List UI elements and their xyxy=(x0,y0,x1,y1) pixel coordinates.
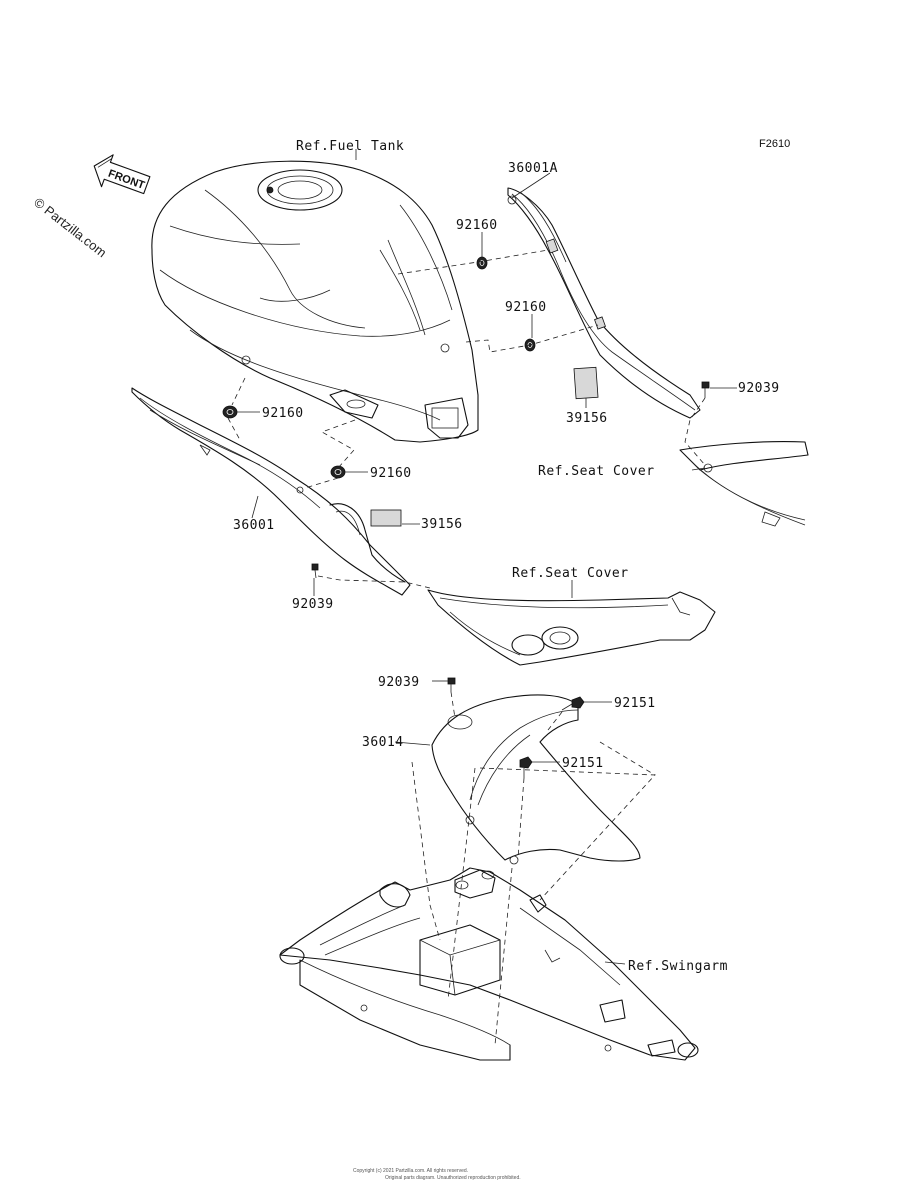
pad-39156-b-icon xyxy=(370,509,402,527)
label-ref-fuel-tank: Ref.Fuel Tank xyxy=(296,139,404,154)
side-cover-36001A xyxy=(507,187,701,419)
label-92039-b: 92039 xyxy=(292,597,334,612)
label-36014: 36014 xyxy=(362,735,404,750)
footer-line-2: Original parts diagram. Unauthorized rep… xyxy=(385,1175,521,1181)
front-arrow-icon: FRONT xyxy=(93,154,151,195)
label-39156-a: 39156 xyxy=(566,411,608,426)
grommet-92160-a-icon xyxy=(476,256,488,270)
seat-cover-left-reference xyxy=(427,589,716,666)
label-92160-c: 92160 xyxy=(262,406,304,421)
label-92160-d: 92160 xyxy=(370,466,412,481)
chain-cover-36014 xyxy=(431,694,641,865)
grommet-92160-c-icon xyxy=(222,405,238,419)
footer-line-1: Copyright (c) 2021 Partzilla.com. All ri… xyxy=(353,1168,468,1174)
label-36001A: 36001A xyxy=(508,161,558,176)
swingarm-reference xyxy=(279,867,699,1061)
label-ref-swingarm: Ref.Swingarm xyxy=(628,959,728,974)
screw-92039-b-icon xyxy=(311,563,319,579)
label-39156-b: 39156 xyxy=(421,517,463,532)
label-92151-a: 92151 xyxy=(614,696,656,711)
leader-lines xyxy=(237,149,737,965)
screw-92039-a-icon xyxy=(701,381,710,398)
watermark: © Partzilla.com xyxy=(31,195,109,261)
fuel-tank-reference xyxy=(151,160,479,443)
label-92151-b: 92151 xyxy=(562,756,604,771)
label-36001: 36001 xyxy=(233,518,275,533)
diagram-code: F2610 xyxy=(759,138,790,150)
screw-92039-c-icon xyxy=(447,677,456,692)
side-cover-36001 xyxy=(131,387,411,596)
pad-39156-a-icon xyxy=(573,366,599,400)
label-92160-b: 92160 xyxy=(505,300,547,315)
connection-lines xyxy=(227,249,706,1046)
label-92160-a: 92160 xyxy=(456,218,498,233)
bolt-92151-b-icon xyxy=(519,756,533,778)
grommet-92160-d-icon xyxy=(330,465,346,479)
label-92039-a: 92039 xyxy=(738,381,780,396)
label-ref-seat-cover-a: Ref.Seat Cover xyxy=(538,464,655,479)
label-ref-seat-cover-b: Ref.Seat Cover xyxy=(512,566,629,581)
seat-cover-right-reference xyxy=(679,441,809,527)
label-92039-c: 92039 xyxy=(378,675,420,690)
bolt-92151-a-icon xyxy=(561,696,585,711)
